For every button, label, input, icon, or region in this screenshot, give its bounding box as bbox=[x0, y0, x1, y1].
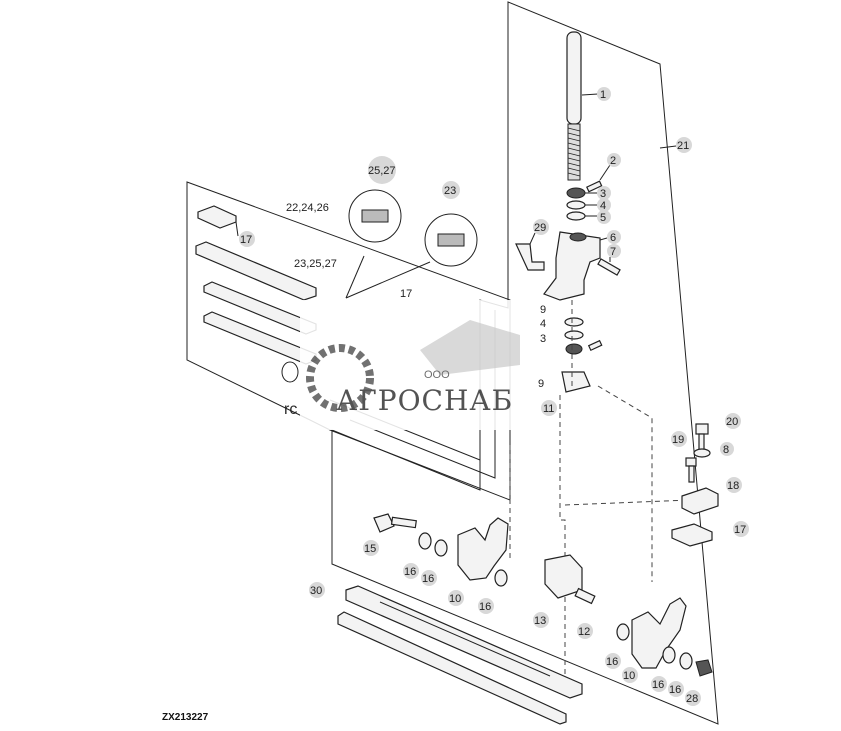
bolt-part bbox=[688, 465, 695, 483]
callout-19: 19 bbox=[672, 434, 684, 446]
callout-17b: 17 bbox=[400, 288, 412, 300]
clevis-part bbox=[561, 371, 591, 393]
washer-part bbox=[693, 448, 711, 458]
watermark-name: АГРОСНАБ bbox=[336, 384, 513, 417]
figure-id: ZX213227 bbox=[162, 712, 209, 723]
watermark-prefix: ООО bbox=[424, 369, 450, 381]
nut-part bbox=[566, 187, 586, 199]
strip-part bbox=[337, 611, 567, 725]
lever-part bbox=[631, 597, 687, 669]
callout-29: 29 bbox=[534, 222, 546, 234]
watermark: ООО АГРОСНАБ rc bbox=[284, 300, 540, 430]
callout-16b: 16 bbox=[422, 573, 434, 585]
callout-9: 9 bbox=[540, 304, 546, 316]
washer-part bbox=[434, 539, 448, 557]
callout-16e: 16 bbox=[652, 679, 664, 691]
washer-part bbox=[616, 623, 630, 641]
callout-18: 18 bbox=[727, 480, 739, 492]
callout-6: 6 bbox=[610, 232, 616, 244]
callout-11: 11 bbox=[543, 403, 554, 415]
nut-part bbox=[695, 659, 713, 677]
callout-22-24-26: 22,24,26 bbox=[286, 202, 329, 214]
callout-10b: 10 bbox=[623, 670, 635, 682]
callout-1: 1 bbox=[600, 89, 606, 101]
callout-3: 3 bbox=[600, 188, 606, 200]
bracket-part bbox=[543, 231, 601, 301]
callout-2: 2 bbox=[610, 155, 616, 167]
adjuster-part bbox=[574, 587, 596, 605]
callout-7: 7 bbox=[610, 246, 616, 258]
rod-thread bbox=[567, 123, 581, 181]
plate-part bbox=[197, 205, 237, 229]
callout-15: 15 bbox=[364, 543, 376, 555]
gear-icon bbox=[306, 344, 374, 412]
callout-4: 4 bbox=[600, 200, 606, 212]
callout-16c: 16 bbox=[479, 601, 491, 613]
washer-part bbox=[564, 317, 584, 327]
callout-5: 5 bbox=[600, 212, 606, 224]
detail-circle bbox=[424, 213, 478, 267]
bar-part bbox=[195, 241, 317, 301]
callout-16d: 16 bbox=[606, 656, 618, 668]
callouts: 1 2 3 4 5 6 7 29 21 9 4 3 9 11 25,27 23 … bbox=[235, 87, 749, 706]
bolt-part bbox=[390, 516, 417, 529]
arrow-line bbox=[345, 261, 431, 299]
ring-part bbox=[281, 361, 299, 383]
callout-17c: 17 bbox=[734, 524, 746, 536]
bolt-head-part bbox=[373, 513, 395, 533]
block-part bbox=[681, 487, 719, 515]
callout-23-25-27: 23,25,27 bbox=[294, 258, 337, 270]
pin-part bbox=[587, 339, 603, 352]
callout-21: 21 bbox=[677, 140, 689, 152]
washer-part bbox=[566, 200, 586, 210]
fitting-part bbox=[515, 243, 545, 271]
bracket-hole bbox=[569, 232, 587, 242]
callout-28: 28 bbox=[686, 693, 698, 705]
callout-23: 23 bbox=[444, 185, 456, 197]
callout-12: 12 bbox=[578, 626, 590, 638]
rod-part bbox=[566, 31, 582, 125]
callout-17: 17 bbox=[240, 234, 252, 246]
rack-part bbox=[345, 585, 583, 699]
callout-25-27: 25,27 bbox=[368, 165, 396, 177]
rack-teeth bbox=[379, 601, 551, 677]
washer-part bbox=[564, 330, 584, 340]
bolt-head-part bbox=[695, 423, 709, 435]
callout-10a: 10 bbox=[449, 593, 461, 605]
callout-4b: 4 bbox=[540, 318, 546, 330]
callout-30: 30 bbox=[310, 585, 322, 597]
dash-line bbox=[564, 499, 691, 506]
arrow-line bbox=[345, 255, 365, 299]
callout-16f: 16 bbox=[669, 684, 681, 696]
callout-3b: 3 bbox=[540, 333, 546, 345]
washer-part bbox=[662, 646, 676, 664]
washer-part bbox=[679, 652, 693, 670]
plate-part bbox=[671, 523, 713, 547]
callout-16a: 16 bbox=[404, 566, 416, 578]
callout-9b: 9 bbox=[538, 378, 544, 390]
washer-part bbox=[494, 569, 508, 587]
tractor-icon bbox=[420, 320, 520, 375]
callout-8: 8 bbox=[723, 444, 729, 456]
detail-circle bbox=[348, 189, 402, 243]
bushing-part bbox=[544, 554, 583, 599]
bolt-part bbox=[698, 433, 705, 451]
pin-part bbox=[597, 258, 621, 276]
nut-part bbox=[565, 343, 583, 355]
callout-20: 20 bbox=[726, 416, 738, 428]
washer-part bbox=[566, 211, 586, 221]
washer-part bbox=[418, 532, 432, 550]
dash-line bbox=[559, 395, 566, 690]
callout-13: 13 bbox=[534, 615, 546, 627]
lever-part bbox=[457, 517, 509, 581]
section-detail bbox=[437, 233, 465, 247]
bolt-head-part bbox=[685, 457, 697, 467]
pin-part bbox=[586, 180, 603, 193]
dash-line bbox=[597, 385, 653, 582]
section-detail bbox=[361, 209, 389, 223]
stray-text: rc bbox=[284, 401, 297, 418]
